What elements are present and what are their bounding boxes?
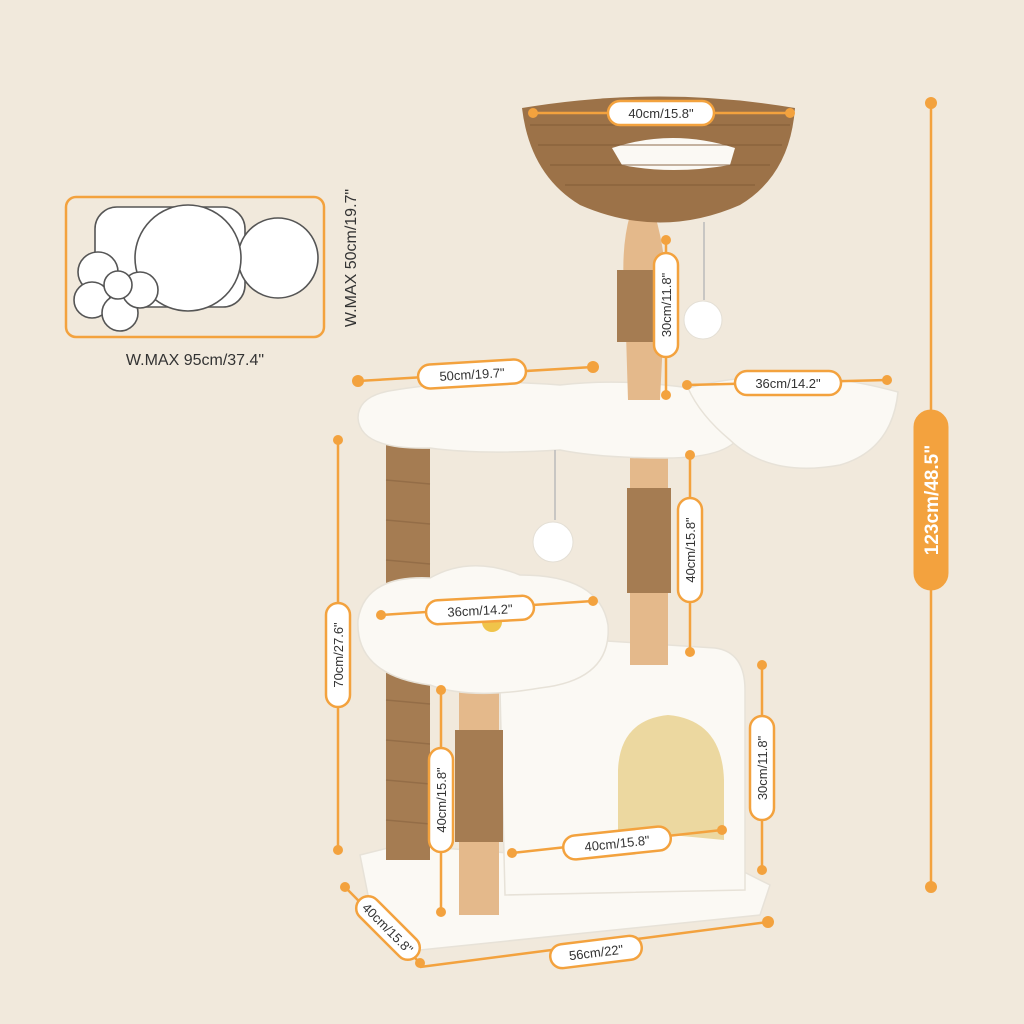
- label-base-post-height: 40cm/15.8": [427, 746, 455, 854]
- label-condo-height: 30cm/11.8": [748, 714, 776, 822]
- label-total-height: 123cm/48.5": [913, 409, 949, 591]
- svg-text:50cm/19.7": 50cm/19.7": [439, 365, 505, 384]
- label-basket-diameter: 40cm/15.8": [606, 99, 716, 127]
- svg-text:36cm/14.2": 36cm/14.2": [447, 601, 513, 619]
- svg-text:40cm/15.8": 40cm/15.8": [584, 833, 651, 855]
- svg-text:36cm/14.2": 36cm/14.2": [755, 376, 821, 391]
- footprint-basket-shape: [134, 204, 242, 312]
- basket-cushion: [612, 138, 735, 170]
- svg-text:40cm/15.8": 40cm/15.8": [628, 106, 694, 121]
- flower-platform: [357, 565, 609, 695]
- middle-post-sisal: [627, 488, 671, 593]
- svg-text:30cm/11.8": 30cm/11.8": [659, 272, 674, 337]
- footprint-frame: [64, 195, 326, 339]
- dimension-labels: 40cm/15.8" 30cm/11.8" 50cm/19.7" 36cm/14…: [324, 99, 949, 970]
- svg-text:56cm/22": 56cm/22": [568, 942, 624, 964]
- pom-pom-toy: [532, 521, 574, 563]
- footprint-diagram: W.MAX 95cm/37.4" W.MAX 50cm/19.7": [64, 189, 360, 369]
- svg-text:40cm/15.8": 40cm/15.8": [683, 517, 698, 583]
- pom-pom-toy: [683, 300, 723, 340]
- cat-tree: [357, 96, 899, 951]
- svg-text:30cm/11.8": 30cm/11.8": [755, 735, 770, 800]
- svg-text:70cm/27.6": 70cm/27.6": [331, 622, 346, 688]
- footprint-depth-label: W.MAX 50cm/19.7": [343, 189, 360, 327]
- label-condo-width: 40cm/15.8": [561, 825, 673, 861]
- label-base-width: 56cm/22": [549, 934, 643, 970]
- svg-text:123cm/48.5": 123cm/48.5": [922, 445, 943, 555]
- svg-text:40cm/15.8": 40cm/15.8": [434, 767, 449, 833]
- front-post-sisal: [455, 730, 503, 842]
- label-top-post-height: 30cm/11.8": [652, 251, 680, 359]
- label-hammock-diameter: 36cm/14.2": [733, 369, 843, 397]
- label-flower-diameter: 36cm/14.2": [424, 594, 536, 626]
- label-main-platform-width: 50cm/19.7": [416, 358, 528, 390]
- label-middle-post-height: 40cm/15.8": [676, 496, 704, 604]
- footprint-hammock-shape: [237, 217, 319, 299]
- condo-opening: [618, 715, 724, 840]
- footprint-flower-center: [103, 270, 133, 300]
- main-platform: [357, 381, 743, 459]
- label-lower-platform-height: 70cm/27.6": [324, 601, 352, 709]
- footprint-width-label: W.MAX 95cm/37.4": [126, 352, 264, 369]
